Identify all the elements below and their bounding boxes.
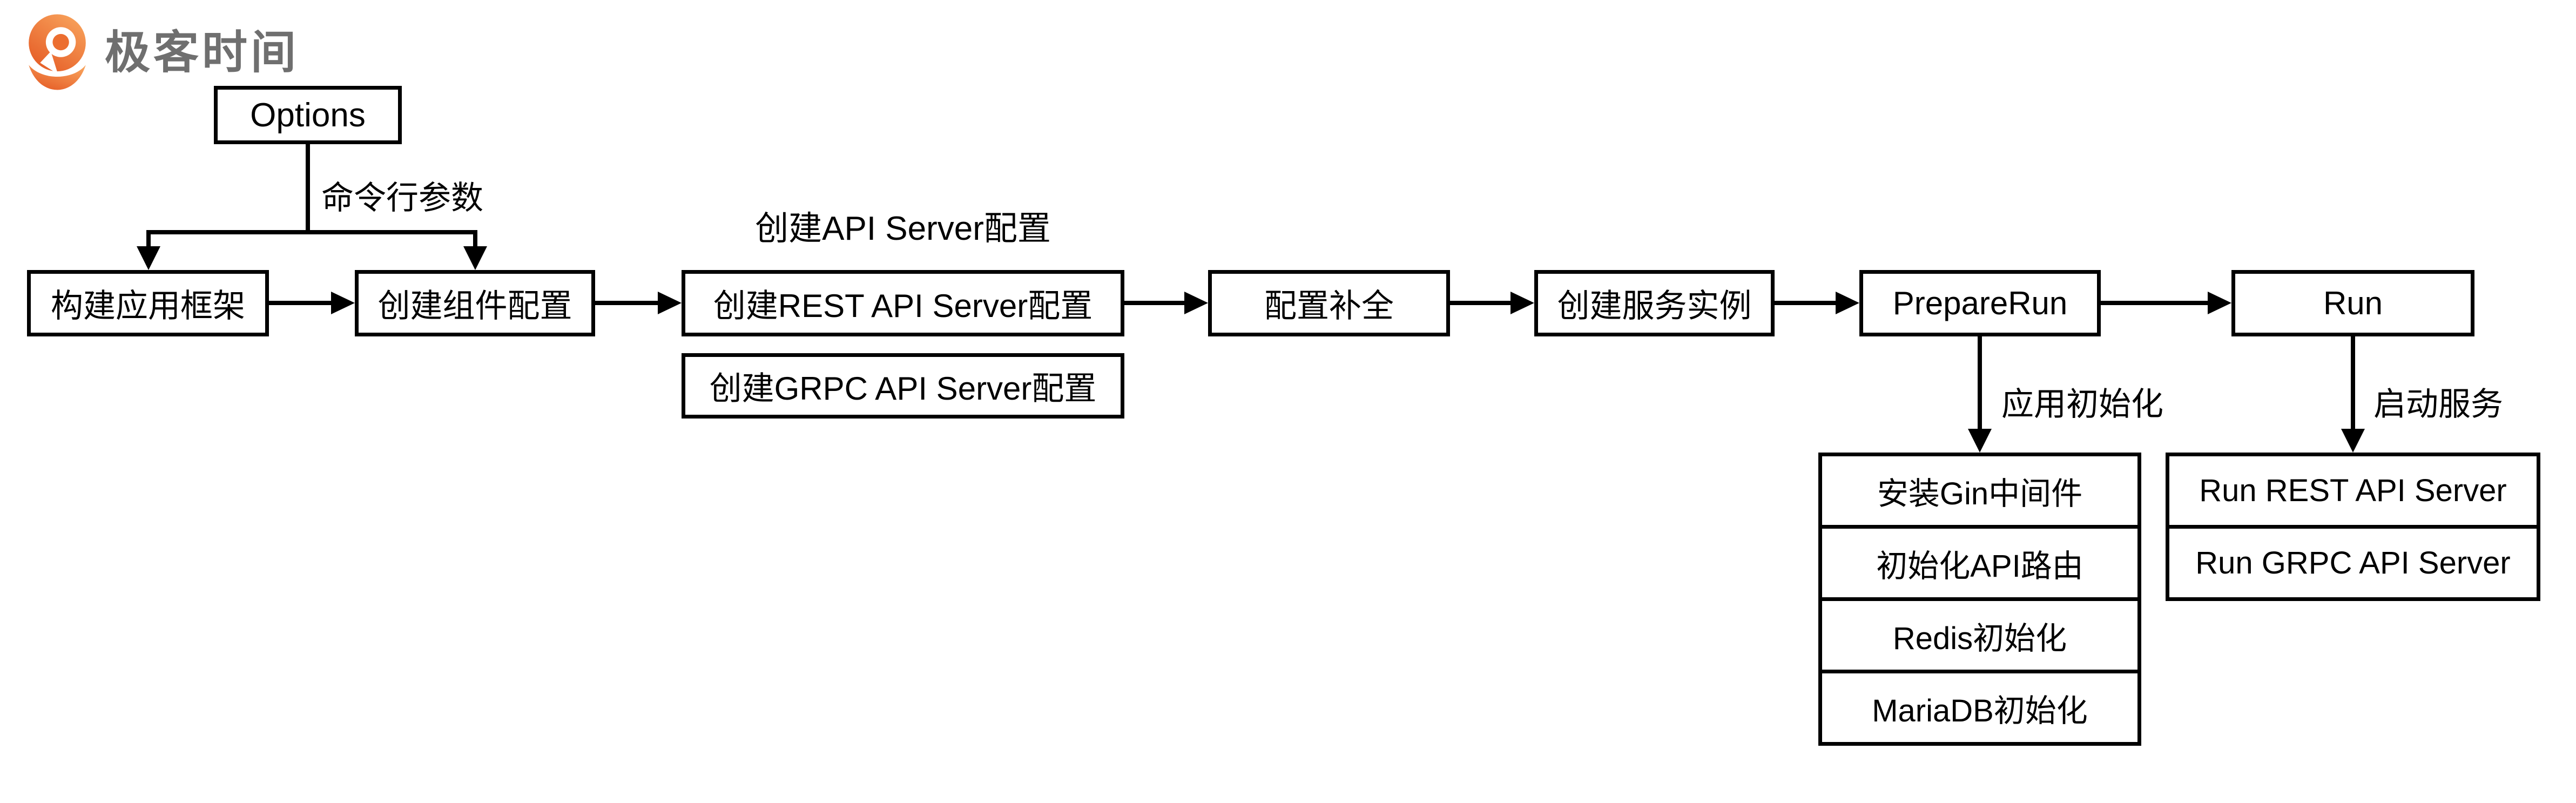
init-step-gin-middleware: 安装Gin中间件	[1877, 476, 2083, 511]
app-init-stack: 安装Gin中间件 初始化API路由 Redis初始化 MariaDB初始化	[1818, 453, 2141, 746]
edge-label-cmdline-args: 命令行参数	[321, 180, 483, 216]
geektime-logo-icon	[22, 14, 93, 91]
edge-label-app-init: 应用初始化	[2001, 386, 2163, 422]
run-services-stack: Run REST API Server Run GRPC API Server	[2166, 453, 2540, 601]
edge-b1-b2	[269, 301, 331, 305]
run-grpc-api-server: Run GRPC API Server	[2169, 525, 2537, 597]
edge-options-stem	[306, 144, 310, 234]
arrowhead-b1-b2	[331, 292, 355, 314]
edge-label-create-api-server-config: 创建API Server配置	[755, 210, 1051, 247]
edge-branch-left-stem	[146, 230, 151, 248]
arrowhead-down-to-build-framework	[137, 246, 160, 270]
arrowhead-down-to-run-stack	[2341, 429, 2365, 453]
edge-branch-line	[146, 230, 477, 234]
run-rest-api-server: Run REST API Server	[2199, 473, 2507, 508]
arrowhead-b2-b3	[658, 292, 682, 314]
init-step-api-routes: 初始化API路由	[1822, 525, 2137, 597]
arrowhead-b3-b4	[1184, 292, 1208, 314]
node-create-grpc-api-server-config: 创建GRPC API Server配置	[682, 353, 1124, 419]
edge-b3-b4	[1124, 301, 1184, 305]
init-step-redis: Redis初始化	[1822, 597, 2137, 670]
node-prepare-run: PrepareRun	[1859, 270, 2101, 336]
node-build-app-framework: 构建应用框架	[27, 270, 269, 336]
geektime-logo: 极客时间	[22, 14, 299, 91]
edge-label-start-service: 启动服务	[2373, 386, 2503, 422]
node-options: Options	[214, 86, 402, 144]
edge-preparerun-stem	[1978, 336, 1982, 431]
node-create-service-instance: 创建服务实例	[1534, 270, 1775, 336]
arrowhead-b4-b5	[1510, 292, 1534, 314]
node-create-rest-api-server-config: 创建REST API Server配置	[682, 270, 1124, 336]
edge-b6-b7	[2101, 301, 2208, 305]
node-config-completion: 配置补全	[1208, 270, 1450, 336]
edge-branch-right-stem	[473, 230, 477, 248]
arrowhead-b6-b7	[2208, 292, 2231, 314]
edge-b4-b5	[1450, 301, 1510, 305]
arrowhead-b5-b6	[1836, 292, 1859, 314]
node-run: Run	[2231, 270, 2474, 336]
init-step-mariadb: MariaDB初始化	[1822, 670, 2137, 742]
node-create-component-config: 创建组件配置	[355, 270, 595, 336]
arrowhead-down-to-component-config	[463, 246, 487, 270]
brand-name: 极客时间	[105, 26, 300, 78]
edge-run-stem	[2351, 336, 2355, 431]
edge-b5-b6	[1775, 301, 1836, 305]
edge-b2-b3	[595, 301, 658, 305]
arrowhead-down-to-init-stack	[1968, 429, 1992, 453]
